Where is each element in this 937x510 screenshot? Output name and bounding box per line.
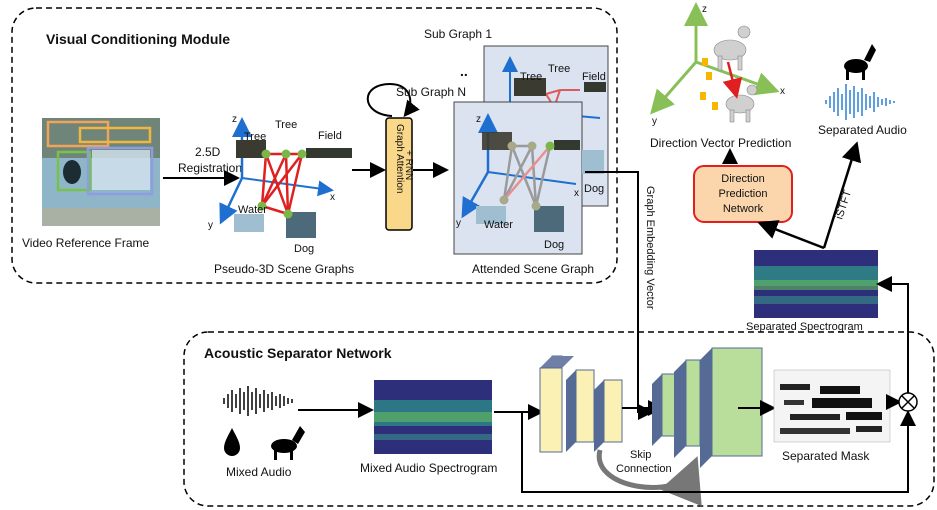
- direction-network-box: [693, 165, 793, 223]
- istft-label: iSTFT: [833, 188, 854, 220]
- graph-attention-label-1: Graph Attention: [394, 124, 405, 194]
- skip-label-1: Skip: [630, 449, 651, 461]
- direction-network-label-1: Direction: [721, 173, 764, 185]
- decoder-blocks: [652, 347, 763, 468]
- separated-audio-label: Separated Audio: [818, 123, 907, 137]
- node-water-label: Water: [238, 204, 267, 216]
- spectrogram-to-network-arrow: [757, 220, 825, 250]
- wolf-icon-mixed: [271, 426, 305, 460]
- direction-network-label-3: Network: [723, 203, 764, 215]
- direction-network-label-2: Prediction: [719, 188, 768, 200]
- node-tree-label: Tree: [244, 131, 266, 143]
- mixed-spectrogram-label: Mixed Audio Spectrogram: [360, 461, 497, 475]
- attended-dog-label: Dog: [544, 239, 564, 251]
- acoustic-module-border: [183, 331, 935, 507]
- encoder-blocks: [539, 355, 623, 453]
- attended-axis-x: x: [574, 188, 579, 199]
- registration-label-1: 2.5D: [195, 145, 221, 159]
- sg1-field-label: Field: [582, 71, 606, 83]
- video-reference-frame: [42, 118, 160, 226]
- graph-attention-label-2: + RNN: [403, 150, 414, 180]
- mixed-spectrogram: [374, 380, 492, 454]
- bbox-field: [78, 126, 152, 144]
- skip-label-2: Connection: [616, 463, 672, 475]
- sg1-tree-label: Tree: [520, 71, 542, 83]
- attended-axis-z: z: [476, 114, 481, 125]
- subgraph-1-label: Sub Graph 1: [424, 27, 492, 41]
- pseudo3d-scene-graph: z x y Tree Tree Field Water Dog: [208, 114, 352, 255]
- wolf-icon: [844, 44, 876, 80]
- bbox-dog: [56, 150, 92, 192]
- subgraph-n-label: Sub Graph N: [396, 85, 466, 99]
- separated-mask-label: Separated Mask: [782, 449, 870, 463]
- acoustic-module-title: Acoustic Separator Network: [204, 345, 392, 361]
- wolf-figure-target: [725, 84, 758, 123]
- attended-scene-graph-panel: z x y Water Dog Dog: [453, 101, 604, 255]
- direction-vector-plot: z x y: [650, 2, 785, 127]
- separated-spectrogram-label: Separated Spectrogram: [746, 321, 863, 333]
- multiply-icon: [898, 392, 918, 412]
- visual-module-title: Visual Conditioning Module: [46, 31, 230, 47]
- axis-z-label: z: [232, 114, 237, 125]
- direction-vector-label: Direction Vector Prediction: [650, 136, 791, 150]
- bbox-tree: [46, 120, 110, 148]
- multiply-to-spectrogram-arrow: [876, 276, 909, 393]
- graph-embedding-arrow: [585, 171, 654, 420]
- graph-attention-box: [385, 117, 413, 231]
- istft-arrow: [822, 141, 862, 249]
- subgraph-ellipsis: ..: [460, 63, 468, 79]
- bbox-water: [86, 146, 154, 196]
- pseudo3d-label: Pseudo-3D Scene Graphs: [214, 262, 354, 276]
- dir-axis-y: y: [652, 116, 657, 127]
- dir-axis-z: z: [702, 4, 707, 15]
- attended-label: Attended Scene Graph: [472, 262, 594, 276]
- separated-mask: [773, 369, 891, 443]
- node-dog-label: Dog: [294, 243, 314, 255]
- axis-x-label: x: [330, 192, 335, 203]
- mixed-spectrogram-skip-line: [521, 410, 916, 493]
- registration-label-2: Registration: [178, 161, 242, 175]
- video-frame-label: Video Reference Frame: [22, 236, 150, 250]
- node-field-label: Field: [318, 130, 342, 142]
- skip-connection-arrow: [596, 449, 702, 507]
- attended-water-label: Water: [484, 219, 513, 231]
- sg1-tree-label-2: Tree: [548, 63, 570, 75]
- water-drop-icon: [224, 428, 240, 456]
- separated-spectrogram: [754, 250, 878, 318]
- separated-waveform: [825, 84, 895, 120]
- axis-y-label: y: [208, 220, 213, 231]
- wolf-figure-source: [713, 25, 751, 71]
- attended-axis-y: y: [456, 218, 461, 229]
- rnn-loop-arrow: [366, 82, 420, 118]
- sg1-dog-label: Dog: [584, 183, 604, 195]
- mixed-waveform: [223, 386, 293, 416]
- mixed-audio-label: Mixed Audio: [226, 465, 292, 479]
- node-tree-label-2: Tree: [275, 119, 297, 131]
- graph-embedding-label: Graph Embedding Vector: [644, 186, 656, 310]
- dir-axis-x: x: [780, 86, 785, 97]
